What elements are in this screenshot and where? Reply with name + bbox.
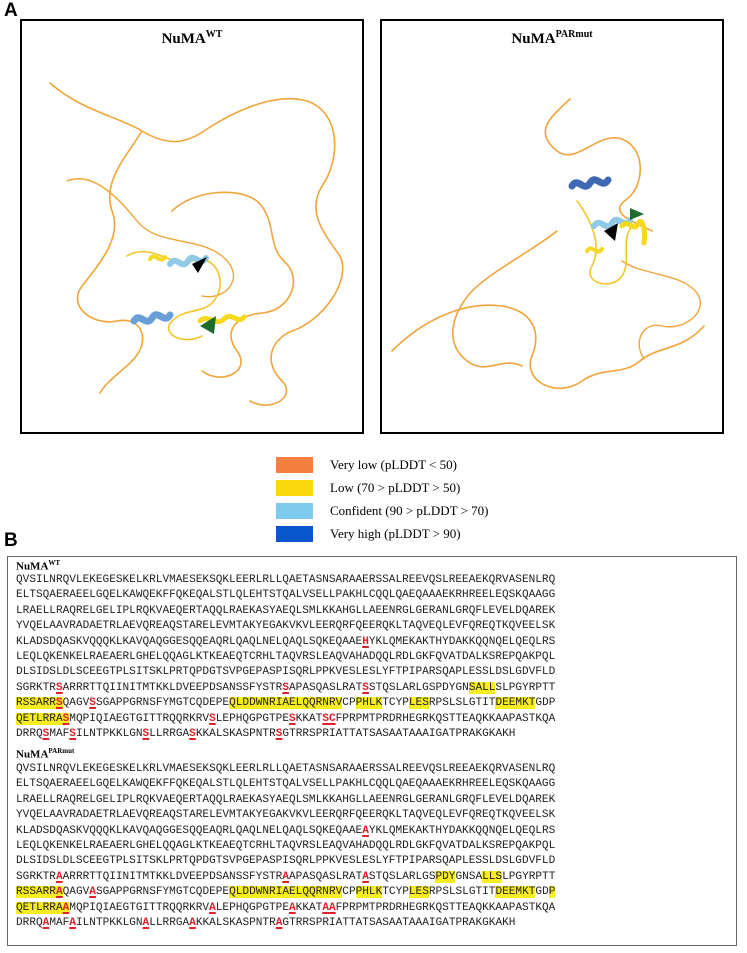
legend-item-very-low: Very low (pLDDT < 50) [276,453,489,476]
legend-swatch [276,456,313,473]
mut-green-arrow [630,208,644,220]
sequence-line: ELTSQAERAEELGQELKAWQEKFFQKEQALSTLQLEHTST… [16,778,556,791]
legend-swatch [276,502,313,519]
structure-wt-render [49,82,344,406]
sequence-line: DLSIDSLDLSCEEGTPLSITSKLPRTQPDGTSVPGEPASP… [16,666,556,679]
legend-item-very-high: Very high (pLDDT > 90) [276,522,489,545]
sequence-line: LRAELLRAQRELGELIPLRQKVAEQERTAQQLRAEKASYA… [16,604,556,617]
sequence-line: QETLRRAAMQPIQIAEGTGITTRQQRKRVALEPHQGPGTP… [16,901,556,914]
mut-helix-very-high [568,176,612,190]
sequence-line: RSSARRSQAGVSSGAPPGRNSFYMGTCQDEPEQLDDWNRI… [16,697,556,710]
sequence-line: DRRQSMAFSILNTPKKLGNSLLRRGASKKALSKASPNTRS… [16,727,516,740]
mut-helix-low-2 [585,246,604,254]
mut-coil-very-low [544,98,653,232]
sequence-wt-label: NuMAWT [16,559,61,573]
sequence-wt-block: QVSILNRQVLEKEGESKELKRLVMAESEKSQKLEERLRLL… [16,573,555,742]
wt-helix-confident-2 [130,311,174,325]
wt-coil-very-low-2 [76,130,144,394]
structure-wt-panel: NuMAWT [20,19,364,434]
sequence-line: YVQELAAVRADAETRLAEVQREAQSTARELEVMTAKYEGA… [16,620,556,633]
legend-label: Confident (90 > pLDDT > 70) [330,502,489,518]
wt-helix-low-2 [148,254,167,262]
legend-item-low: Low (70 > pLDDT > 50) [276,476,489,499]
mut-coil-very-low-2 [391,304,705,390]
plddt-legend: Very low (pLDDT < 50) Low (70 > pLDDT > … [276,453,489,545]
structure-mut-title: NuMAPARmut [511,29,593,47]
sequence-line: QVSILNRQVLEKEGESKELKRLVMAESEKSQKLEERLRLL… [16,763,556,775]
mut-coil-low [576,200,633,285]
structure-mut-render [391,98,705,390]
structure-wt-title: NuMAWT [161,29,223,47]
sequence-line: KLADSDQASKVQQQKLKAVQAQGGESQQEAQRLQAQLNEL… [16,635,556,648]
sequence-line: KLADSDQASKVQQQKLKAVQAQGGESQQEAQRLQAQLNEL… [16,824,556,837]
wt-coil-very-low-3 [171,191,295,378]
sequence-line: LEQLQKENKELRAEAERLGHELQQAGLKTKEAEQTCRHLT… [16,839,556,852]
sequence-line: ELTSQAERAEELGQELKAWQEKFFQKEQALSTLQLEHTST… [16,589,556,602]
legend-label: Very low (pLDDT < 50) [330,456,457,472]
sequence-line: LEQLQKENKELRAEAERLGHELQQAGLKTKEAEQTCRHLT… [16,650,556,663]
sequence-line: QETLRRASMQPIQIAEGTGITTRQQRKRVSLEPHQGPGTP… [16,712,556,725]
panel-a-label: A [4,0,18,21]
sequence-line: DLSIDSLDLSCEEGTPLSITSKLPRTQPDGTSVPGEPASP… [16,855,556,868]
mut-coil-very-low-3 [451,230,558,368]
legend-label: Very high (pLDDT > 90) [330,525,461,541]
wt-coil-very-low [49,82,344,406]
wt-coil-very-low-4 [66,178,235,298]
mut-black-arrow [604,223,618,241]
wt-green-arrow [200,316,216,334]
sequence-line: SGRKTRSARRRTTQIINITMTKKLDVEEPDSANSSFYSTR… [16,681,556,694]
wt-helix-low [197,313,247,325]
mut-helix-low [619,218,647,246]
legend-item-confident: Confident (90 > pLDDT > 70) [276,499,489,522]
structure-mut-panel: NuMAPARmut [380,19,724,434]
sequence-line: LRAELLRAQRELGELIPLRQKVAEQERTAQQLRAEKASYA… [16,793,556,806]
panel-b-label: B [4,530,18,551]
sequence-mut-label: NuMAPARmut [16,747,75,761]
wt-black-arrow [192,257,207,273]
sequence-line: SGRKTRAARRRTTQIINITMTKKLDVEEPDSANSSFYSTR… [16,870,556,883]
sequence-mut-block: QVSILNRQVLEKEGESKELKRLVMAESEKSQKLEERLRLL… [16,762,556,931]
mut-coil-very-low-4 [621,260,701,360]
sequence-line: DRRQAMAFAILNTPKKLGNALLRRGAAKKALSKASPNTRA… [16,916,516,929]
legend-swatch [276,525,313,542]
sequence-line: QVSILNRQVLEKEGESKELKRLVMAESEKSQKLEERLRLL… [16,574,556,586]
sequence-line: YVQELAAVRADAETRLAEVQREAQSTARELEVMTAKYEGA… [16,809,556,822]
legend-swatch [276,479,313,496]
sequence-alignment-box: NuMAWT QVSILNRQVLEKEGESKELKRLVMAESEKSQKL… [7,556,737,946]
sequence-line: RSSARRAQAGVASGAPPGRNSFYMGTCQDEPEQLDDWNRI… [16,886,556,899]
legend-label: Low (70 > pLDDT > 50) [330,479,461,495]
